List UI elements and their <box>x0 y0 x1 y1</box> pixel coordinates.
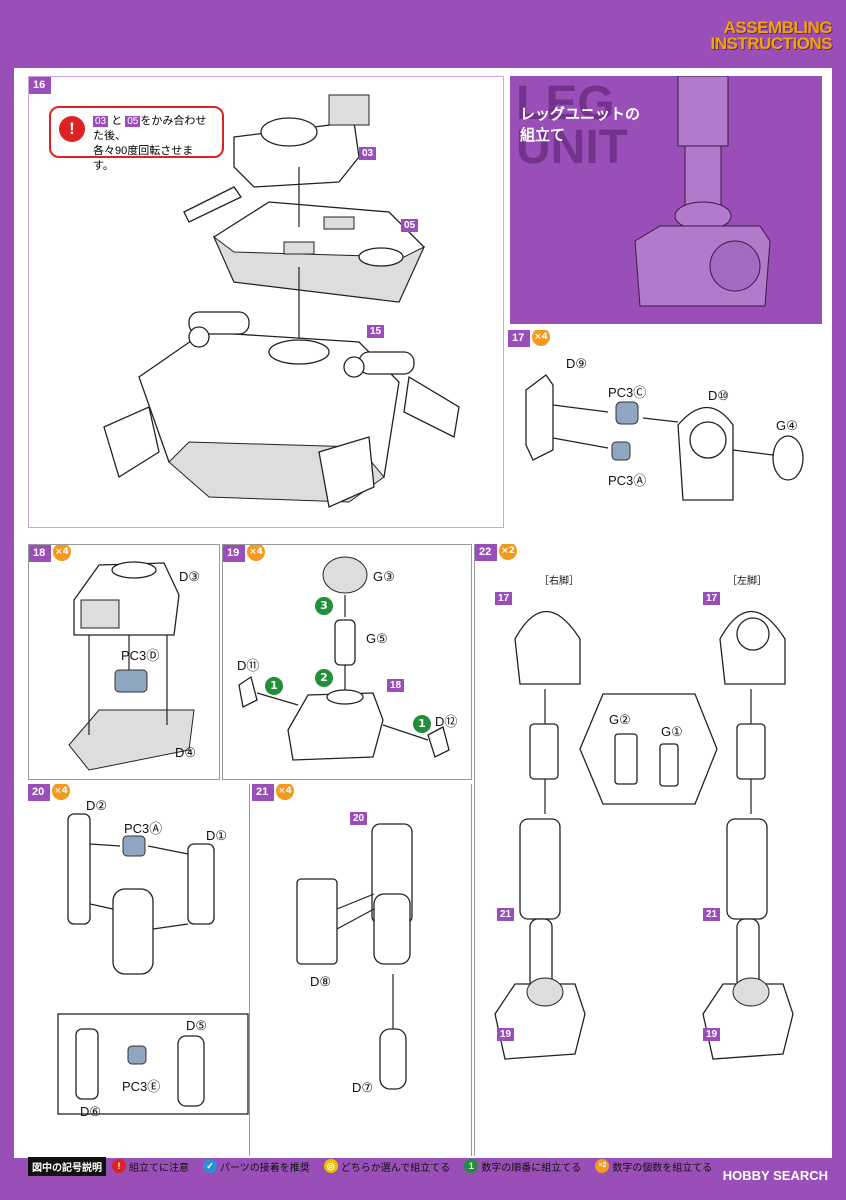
order-step-1: 1 <box>413 715 431 733</box>
part-label: D⑤ <box>186 1018 208 1033</box>
multiplier-badge: ×2 <box>499 544 517 560</box>
step18-diagram <box>68 561 195 771</box>
part-tag: 20 <box>350 812 368 825</box>
part-label: PC3Ⓓ <box>121 648 160 663</box>
step-number: 21 <box>252 784 274 801</box>
step22-diagram <box>494 611 794 1060</box>
multiplier-badge: ×4 <box>276 784 294 800</box>
part-tag: 19 <box>703 1028 721 1041</box>
step-number: 17 <box>508 330 530 347</box>
symbol-legend: 図中の記号説明 ! 組立てに注意 ✓ パーツの接着を推奨 ◎ どちらか選んで組立… <box>28 1156 818 1176</box>
part-label: G④ <box>776 418 798 433</box>
part-tag: 21 <box>497 908 515 921</box>
header-title: ASSEMBLING INSTRUCTIONS <box>710 18 833 53</box>
part-tag: 15 <box>367 325 385 338</box>
legend-item-choice: ◎ どちらか選んで組立てる <box>323 1159 450 1174</box>
step19-diagram <box>238 556 450 761</box>
multiplier-badge: ×4 <box>52 784 70 800</box>
part-label: D⑨ <box>566 356 588 371</box>
part-tag: 19 <box>497 1028 515 1041</box>
choice-icon: ◎ <box>323 1159 338 1173</box>
step20-panel: 20 ×4 D② PC3Ⓐ D① D⑤ PC3Ⓔ D⑥ <box>28 784 250 1156</box>
step-number: 20 <box>28 784 50 801</box>
part-tag: 17 <box>495 592 513 605</box>
part-label: D① <box>206 828 228 843</box>
step19-panel: 19 ×4 3 2 1 1 G③ G⑤ D⑪ D⑫ 18 <box>222 544 472 780</box>
step-number: 16 <box>29 77 51 94</box>
part-tag: 03 <box>359 147 377 160</box>
part-label: D⑥ <box>80 1104 102 1119</box>
glue-icon: ✓ <box>203 1159 217 1173</box>
part-label: D④ <box>175 745 197 760</box>
part-label: PC3Ⓐ <box>124 821 163 836</box>
part-tag: 18 <box>387 679 405 692</box>
part-label: D③ <box>179 569 201 584</box>
leg-unit-illustration <box>634 76 771 307</box>
part-label: D⑫ <box>435 714 458 729</box>
part-label: G② <box>609 712 631 727</box>
part-label: D② <box>86 798 108 813</box>
step17-panel: 17 ×4 D⑨ PC3Ⓒ D⑩ G④ PC3Ⓐ <box>508 330 822 540</box>
part-label: D⑩ <box>708 388 730 403</box>
legend-item-order: 1 数字の順番に組立てる <box>464 1159 581 1174</box>
left-leg-label: ［左脚］ <box>727 576 767 587</box>
legend-item-glue: ✓ パーツの接着を推奨 <box>203 1159 310 1174</box>
order-step-1: 1 <box>265 677 283 695</box>
multiplier-badge: ×4 <box>53 545 71 561</box>
tank-assembly-diagram <box>103 94 460 508</box>
part-tag: 21 <box>703 908 721 921</box>
leg-unit-title-panel: LEG UNIT レッグユニットの 組立て <box>510 76 822 324</box>
step-number: 22 <box>475 544 497 561</box>
quantity-icon: ×2 <box>595 1159 610 1173</box>
warning-icon: ! <box>59 116 85 142</box>
part-label: G① <box>661 724 683 739</box>
step20-diagram <box>57 813 249 1115</box>
watermark: HOBBY SEARCH <box>722 1168 828 1183</box>
legend-item-caution: ! 組立てに注意 <box>112 1159 189 1174</box>
part-label: G⑤ <box>366 631 388 646</box>
order-icon: 1 <box>464 1159 479 1173</box>
step22-panel: 22 ×2 ［右脚］ ［左脚］ 17 17 21 21 19 19 G② G① <box>474 544 822 1156</box>
part-label: PC3Ⓐ <box>608 473 647 488</box>
part-label: PC3Ⓔ <box>122 1079 161 1094</box>
part-label: G③ <box>373 569 395 584</box>
multiplier-badge: ×4 <box>247 545 265 561</box>
step17-diagram <box>525 374 804 501</box>
order-step-2: 2 <box>315 669 333 687</box>
order-step-3: 3 <box>315 597 333 615</box>
step21-panel: 21 ×4 20 D⑧ D⑦ <box>252 784 472 1156</box>
step-number: 19 <box>223 545 245 562</box>
step18-panel: 18 ×4 D③ PC3Ⓓ D④ <box>28 544 220 780</box>
part-label: D⑪ <box>237 658 260 673</box>
part-tag: 05 <box>401 219 419 232</box>
right-leg-label: ［右脚］ <box>539 576 579 587</box>
warning-icon: ! <box>112 1159 126 1173</box>
part-tag: 17 <box>703 592 721 605</box>
part-label: D⑦ <box>352 1080 374 1095</box>
part-label: D⑧ <box>310 974 332 989</box>
part-label: PC3Ⓒ <box>608 385 647 400</box>
leg-unit-title: レッグユニットの 組立て <box>520 106 641 144</box>
multiplier-badge: ×4 <box>532 330 550 346</box>
step-number: 18 <box>29 545 51 562</box>
leg-unit-bg-text: LEG UNIT <box>516 77 628 174</box>
step21-diagram <box>296 823 413 1090</box>
legend-item-quantity: ×2 数字の個数を組立てる <box>595 1159 712 1174</box>
legend-title: 図中の記号説明 <box>28 1156 106 1176</box>
